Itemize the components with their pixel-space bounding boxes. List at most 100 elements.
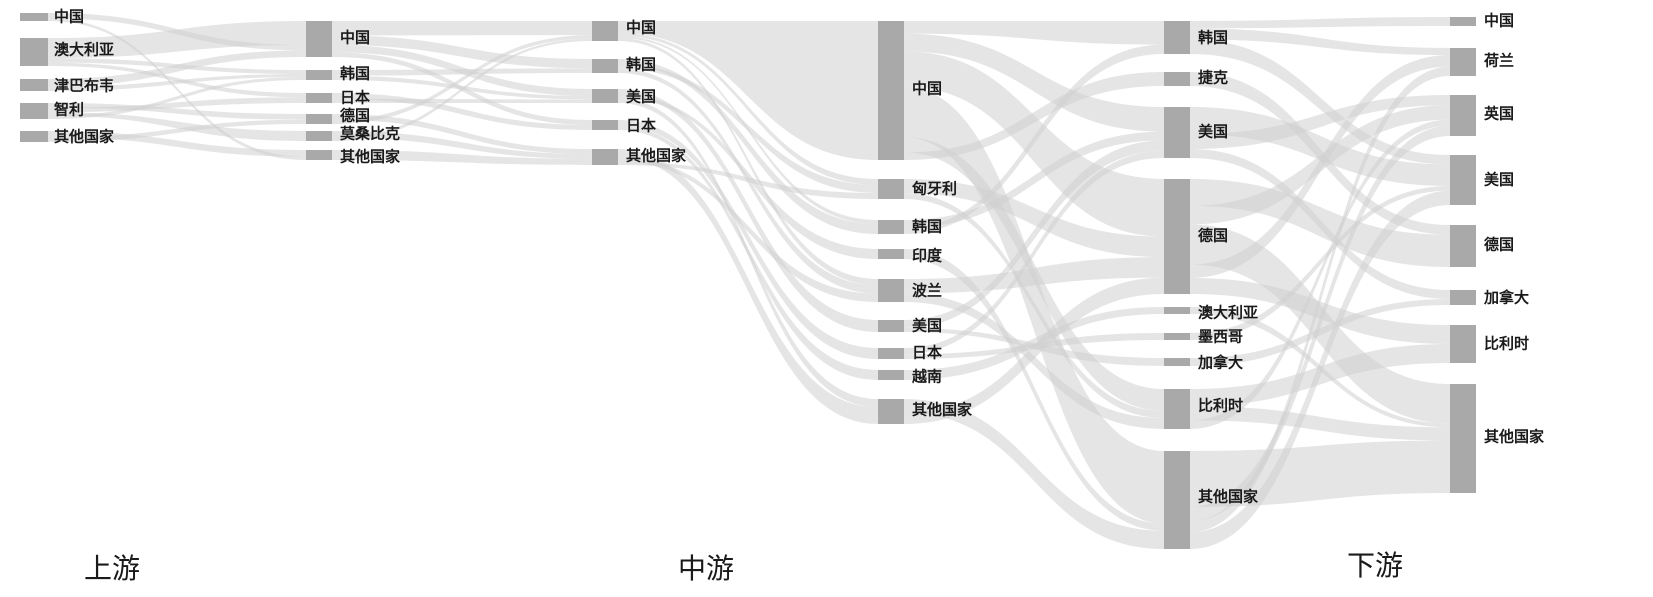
flow-link (1190, 119, 1450, 429)
node-bar-c5_be (1450, 325, 1476, 363)
node-label-c3_pl: 波兰 (912, 282, 942, 300)
node-bar-c5_de (1450, 225, 1476, 267)
node-bar-c4_ca (1164, 358, 1190, 366)
node-label-c2_kr: 韩国 (626, 56, 656, 74)
flow-link (48, 18, 306, 161)
node-label-c2_ot: 其他国家 (626, 147, 686, 165)
node-label-c5_de: 德国 (1484, 236, 1514, 254)
node-bar-c5_cn (1450, 17, 1476, 26)
flow-link (332, 35, 592, 124)
node-bar-c0_cn (20, 13, 48, 21)
flow-link (904, 277, 1164, 424)
flow-link (1190, 55, 1450, 278)
node-bar-c5_ot (1450, 384, 1476, 493)
node-label-c4_be: 比利时 (1198, 397, 1243, 415)
flow-link (1190, 66, 1450, 533)
flow-link (48, 97, 306, 113)
node-label-c3_us: 美国 (912, 317, 942, 335)
flow-link (618, 33, 878, 185)
node-label-c2_cn: 中国 (626, 19, 656, 37)
node-label-c3_cn: 中国 (912, 80, 942, 98)
flow-link (904, 179, 1164, 258)
node-bar-c4_au (1164, 307, 1190, 314)
flow-link (1190, 277, 1450, 344)
flow-link (618, 89, 878, 332)
node-label-c1_de: 德国 (340, 107, 370, 125)
node-label-c5_ca: 加拿大 (1483, 289, 1529, 307)
node-label-c1_jp: 日本 (340, 89, 370, 107)
flow-link (618, 21, 878, 160)
node-label-c1_cn: 中国 (340, 29, 370, 47)
flow-link (332, 68, 592, 76)
node-label-c4_kr: 韩国 (1198, 29, 1228, 47)
node-bar-c4_mx (1164, 333, 1190, 340)
flow-link (332, 150, 592, 165)
flow-link (904, 21, 1164, 45)
node-bar-c5_ca (1450, 290, 1476, 305)
flow-link (332, 93, 592, 130)
node-label-c4_mx: 墨西哥 (1198, 328, 1243, 346)
flow-link (332, 75, 592, 100)
node-bar-c1_de (306, 114, 332, 124)
node-bar-c0_au (20, 38, 48, 66)
node-bar-c3_pl (878, 279, 904, 302)
node-bar-c4_de (1164, 179, 1190, 294)
node-label-c4_ca: 加拿大 (1197, 354, 1243, 372)
node-label-c1_kr: 韩国 (340, 65, 370, 83)
node-label-c5_nl: 荷兰 (1484, 52, 1514, 70)
node-label-c4_us: 美国 (1198, 123, 1228, 141)
node-label-c4_ot: 其他国家 (1198, 488, 1258, 506)
node-bar-c5_nl (1450, 48, 1476, 76)
node-label-c5_uk: 英国 (1484, 105, 1514, 123)
node-label-c3_vn: 越南 (911, 368, 942, 386)
node-label-c4_cz: 捷克 (1198, 69, 1228, 87)
node-bar-c4_ot (1164, 451, 1190, 549)
node-bar-c2_ot (592, 149, 618, 165)
node-bar-c2_kr (592, 59, 618, 73)
flow-link (1190, 125, 1450, 521)
node-bar-c2_cn (592, 21, 618, 41)
flow-link (904, 257, 1164, 294)
flow-link (1190, 299, 1450, 366)
flow-link (618, 59, 878, 234)
flow-link (48, 119, 306, 142)
node-bar-c3_hu (878, 179, 904, 199)
flow-link (332, 131, 592, 159)
flow-link (1190, 190, 1450, 549)
node-bar-c0_ot (20, 131, 48, 142)
node-bar-c4_cz (1164, 72, 1190, 86)
node-label-c3_in: 印度 (912, 247, 943, 265)
node-bar-c2_us (592, 89, 618, 103)
flow-link (618, 38, 878, 286)
node-label-c3_ot: 其他国家 (912, 401, 972, 419)
node-bar-c1_cn (306, 21, 332, 57)
node-label-c3_jp: 日本 (912, 344, 942, 362)
flow-link (904, 307, 1164, 380)
node-label-c4_au: 澳大利亚 (1198, 304, 1258, 322)
node-bar-c3_vn (878, 370, 904, 380)
flow-link (1190, 440, 1450, 507)
flow-link (48, 112, 306, 141)
node-bar-c3_in (878, 249, 904, 259)
flow-link (904, 140, 1164, 328)
flow-link (904, 249, 1164, 531)
node-label-c1_ot: 其他国家 (340, 148, 400, 166)
flow-links (48, 13, 1450, 549)
flow-link (904, 293, 1164, 429)
node-label-c4_de: 德国 (1198, 227, 1228, 245)
node-label-c5_be: 比利时 (1484, 335, 1529, 353)
caption-upstream: 上游 (84, 552, 140, 585)
flow-link (618, 161, 878, 199)
node-label-c0_zw: 津巴布韦 (54, 77, 114, 95)
node-bar-c4_be (1164, 389, 1190, 429)
node-bar-c5_us (1450, 155, 1476, 205)
node-bar-c0_cl (20, 103, 48, 119)
node-label-c0_au: 澳大利亚 (54, 41, 114, 59)
node-bar-c3_cn (878, 21, 904, 160)
flow-link (1190, 185, 1450, 340)
caption-midstream: 中游 (678, 552, 734, 585)
flow-link (332, 114, 592, 154)
flow-link (1190, 28, 1450, 55)
node-label-c0_ot: 其他国家 (54, 128, 114, 146)
flow-link (904, 33, 1164, 132)
